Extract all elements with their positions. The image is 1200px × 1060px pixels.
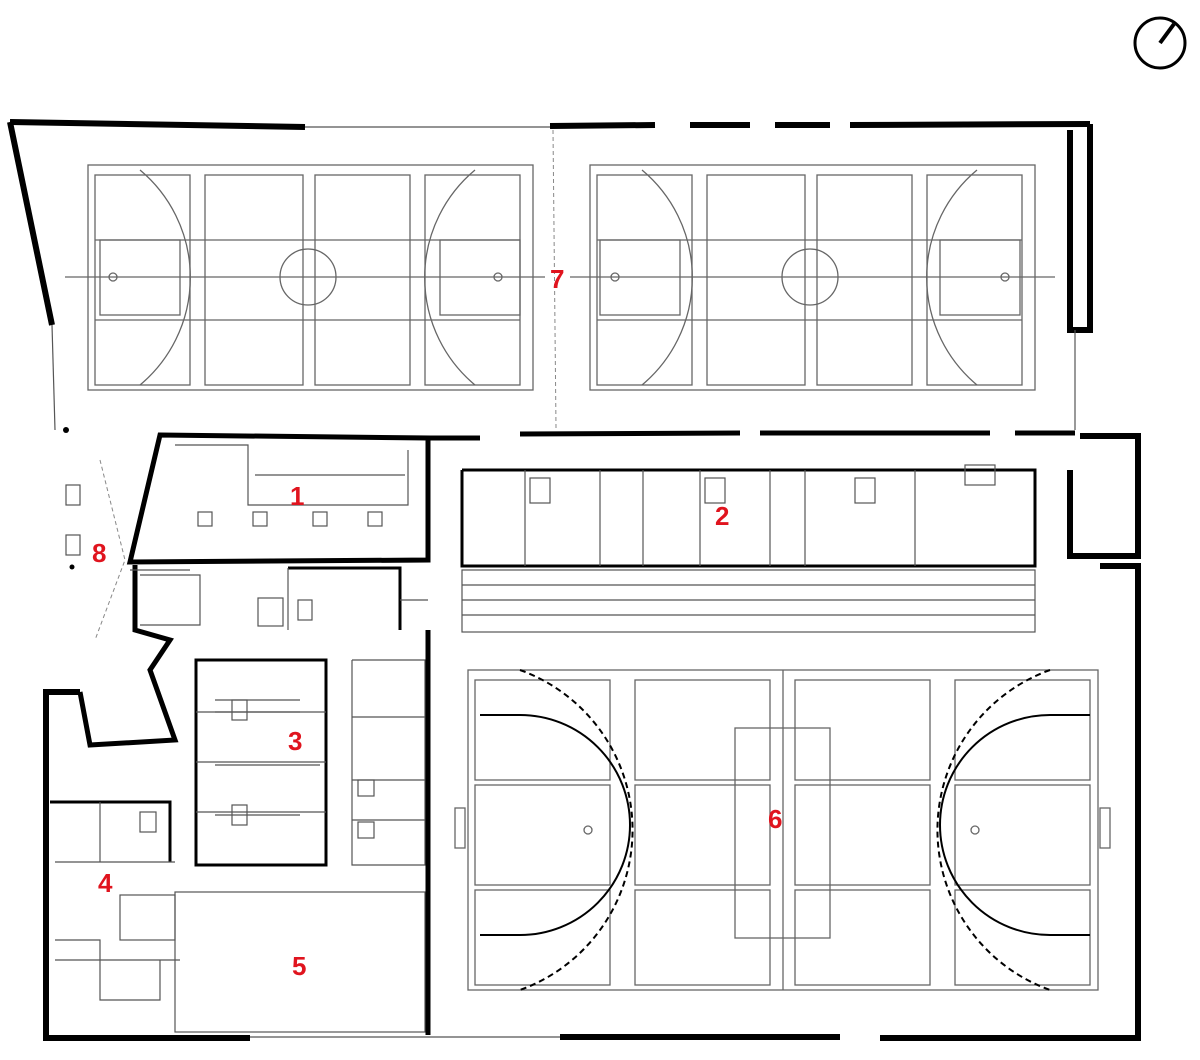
room-3-block <box>194 658 426 867</box>
room-label-3: 3 <box>288 726 302 756</box>
compass-icon <box>1133 16 1187 70</box>
room-labels: 1 2 3 4 5 6 7 8 <box>92 264 782 981</box>
lobby-area <box>63 427 201 748</box>
indoor-gym <box>454 669 1111 991</box>
room-label-2: 2 <box>715 501 729 531</box>
room-5-block <box>174 630 431 1035</box>
outdoor-courts <box>65 129 1055 429</box>
room-label-5: 5 <box>292 951 306 981</box>
room-label-7: 7 <box>550 264 564 294</box>
service-rooms <box>257 566 428 630</box>
room-label-4: 4 <box>98 868 113 898</box>
room-1-block <box>126 432 431 565</box>
room-4-block <box>50 800 180 1001</box>
room-label-8: 8 <box>92 538 106 568</box>
room-label-1: 1 <box>290 481 304 511</box>
room-label-6: 6 <box>768 804 782 834</box>
outer-walls <box>7 119 1141 1041</box>
room-2-block <box>460 464 1037 633</box>
